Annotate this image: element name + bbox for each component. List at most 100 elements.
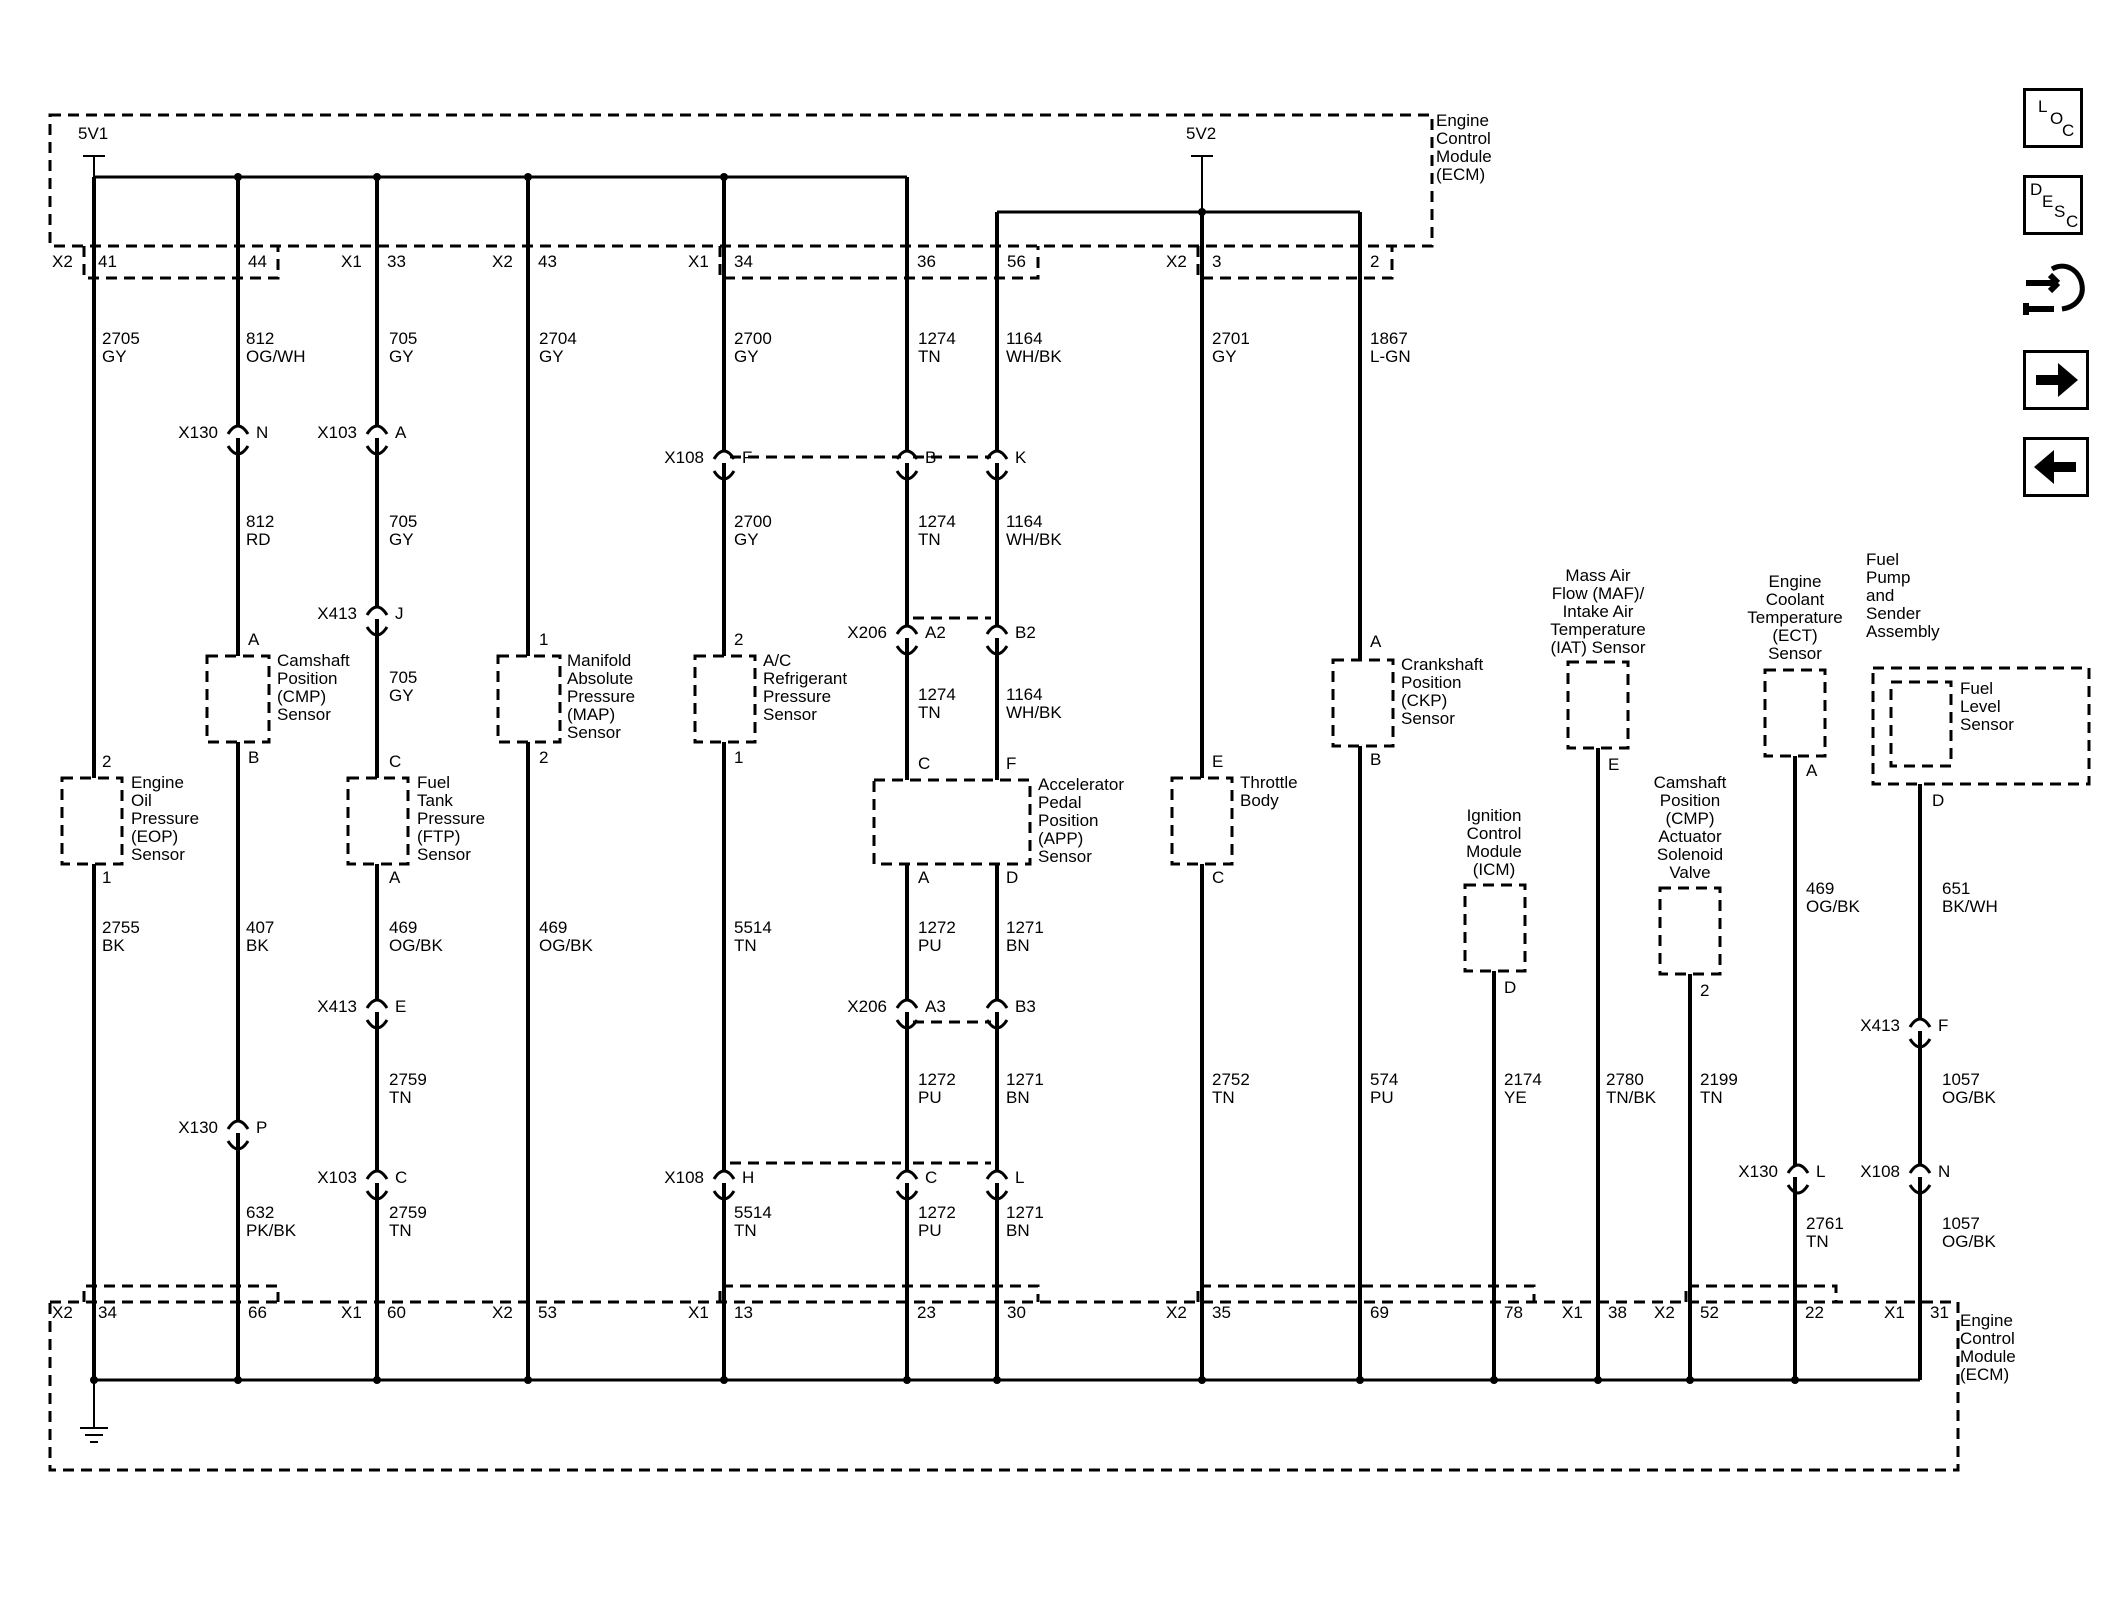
arrow-right-icon	[2036, 363, 2078, 397]
component-label: Sensor	[763, 705, 817, 724]
diagram-frame	[48, 113, 1960, 1472]
ecm-pin-number: 78	[1504, 1303, 1523, 1322]
component-label: Pressure	[567, 687, 635, 706]
connector-name: X108	[1860, 1162, 1900, 1181]
inline-connector: X413 E	[317, 997, 406, 1030]
component-label: Fuel	[417, 773, 450, 792]
wire-label: WH/BK	[1006, 347, 1062, 366]
bottom-strip-4	[1684, 1284, 1838, 1302]
ecm-pin-number: 33	[387, 252, 406, 271]
ecm-pin-number: 36	[917, 252, 936, 271]
component-pin: A	[1370, 632, 1382, 651]
ecm-connector-label: X2	[492, 252, 513, 271]
component-label: Fuel	[1866, 550, 1899, 569]
wire-label: 1057	[1942, 1214, 1980, 1233]
wire-label: 2780	[1606, 1070, 1644, 1089]
component-label: (CMP)	[277, 687, 326, 706]
wire-label: 2700	[734, 329, 772, 348]
component-label: Camshaft	[277, 651, 350, 670]
wire-label: TN	[918, 703, 941, 722]
connector-pin: A3	[925, 997, 946, 1016]
component-pin: B	[1370, 750, 1381, 769]
wire-label: GY	[734, 530, 759, 549]
component-label: Throttle	[1240, 773, 1298, 792]
component-pin: E	[1212, 752, 1223, 771]
connector-pin: F	[1938, 1016, 1948, 1035]
connector-name: X130	[178, 423, 218, 442]
top-strip-3	[1196, 246, 1394, 280]
next-button[interactable]	[2023, 350, 2089, 410]
connector-view-button[interactable]	[2018, 255, 2092, 329]
connector-pin: A	[395, 423, 407, 442]
top-strip-2	[718, 246, 1040, 280]
component-pin: 1	[102, 868, 111, 887]
component-label: (ECT)	[1772, 626, 1817, 645]
component-pin: C	[389, 752, 401, 771]
connector-pin: E	[395, 997, 406, 1016]
connector-name: X413	[317, 997, 357, 1016]
connector-name: X108	[664, 448, 704, 467]
component-label: Sensor	[1960, 715, 2014, 734]
desc-button[interactable]: D E S C	[2023, 175, 2083, 235]
connector-name: X103	[317, 423, 357, 442]
inline-connector: K	[985, 448, 1027, 481]
wire-label: 2761	[1806, 1214, 1844, 1233]
ecm-connector-label: X1	[688, 1303, 709, 1322]
ecm-pin-number: 52	[1700, 1303, 1719, 1322]
wire-label: TN	[389, 1088, 412, 1107]
component-pin: 1	[734, 748, 743, 767]
component-label: Intake Air	[1563, 602, 1634, 621]
component-label: Actuator	[1658, 827, 1722, 846]
wire-label: 407	[246, 918, 274, 937]
wire-label: 1164	[1006, 685, 1043, 704]
ecm-bottom-box	[48, 1300, 1960, 1472]
connector-pin: B3	[1015, 997, 1036, 1016]
component-pin: B	[248, 748, 259, 767]
component-pin: 1	[539, 630, 548, 649]
wire-label: TN	[1212, 1088, 1235, 1107]
wire-label: OG/BK	[539, 936, 594, 955]
wire-label: WH/BK	[1006, 703, 1062, 722]
top-strip-1	[82, 246, 280, 280]
bottom-strip-2	[718, 1284, 1040, 1302]
label-5v2: 5V2	[1186, 124, 1217, 143]
wire-label: 2199	[1700, 1070, 1738, 1089]
connector-name: X206	[847, 997, 887, 1016]
ecm-pin-number: 41	[98, 252, 117, 271]
component-label: Control	[1467, 824, 1522, 843]
inline-connector: C	[895, 1168, 937, 1201]
ecm-pin-number: 38	[1608, 1303, 1627, 1322]
ecm-pin-number: 3	[1212, 252, 1221, 271]
component-label: (CMP)	[1665, 809, 1714, 828]
component-label: Oil	[131, 791, 152, 810]
wire-label: TN/BK	[1606, 1088, 1657, 1107]
wire-label: 1057	[1942, 1070, 1980, 1089]
component-label: Sensor	[417, 845, 471, 864]
component-label: Module	[1466, 842, 1522, 861]
wire-label: OG/BK	[389, 936, 444, 955]
wire-label: 2705	[102, 329, 140, 348]
component-pin: D	[1932, 791, 1944, 810]
wire-label: 5514	[734, 918, 772, 937]
ecm-pin-number: 23	[917, 1303, 936, 1322]
component-label: Pressure	[763, 687, 831, 706]
loc-button[interactable]: L O C	[2023, 88, 2083, 148]
wire-label: 469	[389, 918, 417, 937]
connector-pin: N	[1938, 1162, 1950, 1181]
component-label: Sender	[1866, 604, 1921, 623]
ecm-pin-number: 30	[1007, 1303, 1026, 1322]
ecm-connector-label: X1	[1562, 1303, 1583, 1322]
wire-label: YE	[1504, 1088, 1527, 1107]
component-label: Sensor	[131, 845, 185, 864]
component-label: Crankshaft	[1401, 655, 1483, 674]
ecm-pin-number: 53	[538, 1303, 557, 1322]
ecm-connector-label: X2	[492, 1303, 513, 1322]
back-button[interactable]	[2023, 437, 2089, 497]
component-pin: A	[389, 868, 401, 887]
wire-label: WH/BK	[1006, 530, 1062, 549]
wire-label: PU	[918, 936, 942, 955]
ecm-pin-number: 31	[1930, 1303, 1949, 1322]
